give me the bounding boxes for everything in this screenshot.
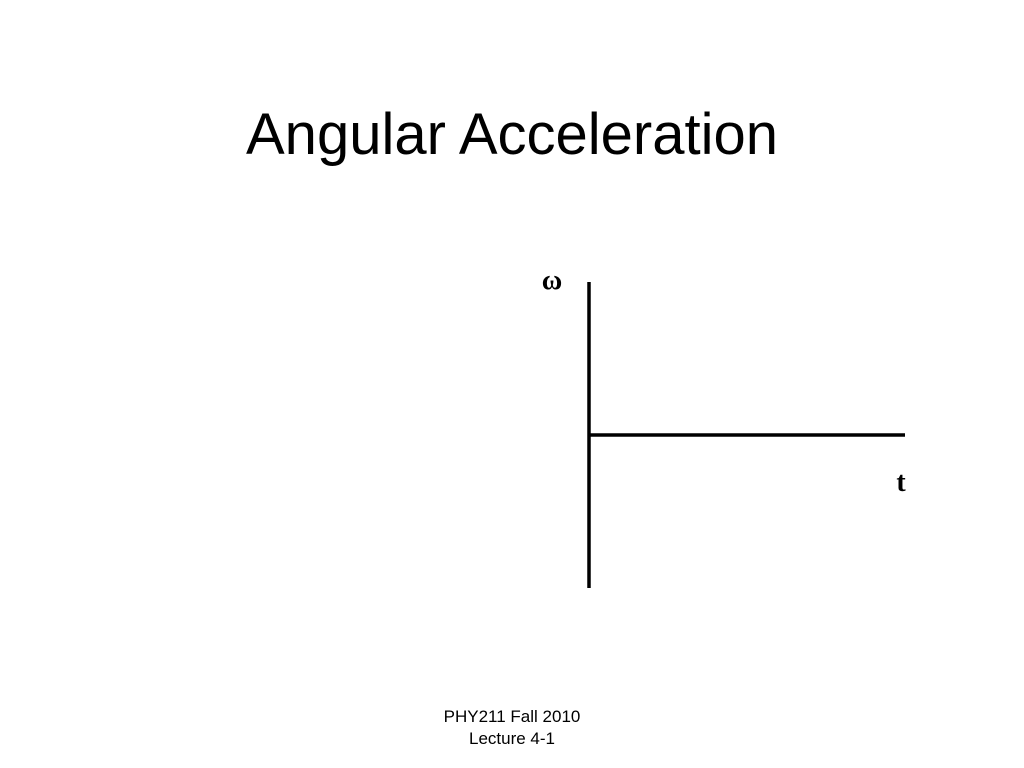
slide-title: Angular Acceleration	[246, 102, 778, 167]
footer-lecture: Lecture 4-1	[469, 729, 555, 748]
x-axis-label: t	[896, 467, 906, 498]
footer-course: PHY211 Fall 2010	[443, 707, 581, 726]
slide-footer: PHY211 Fall 2010 Lecture 4-1	[362, 706, 662, 750]
y-axis-label: ω	[542, 265, 562, 296]
